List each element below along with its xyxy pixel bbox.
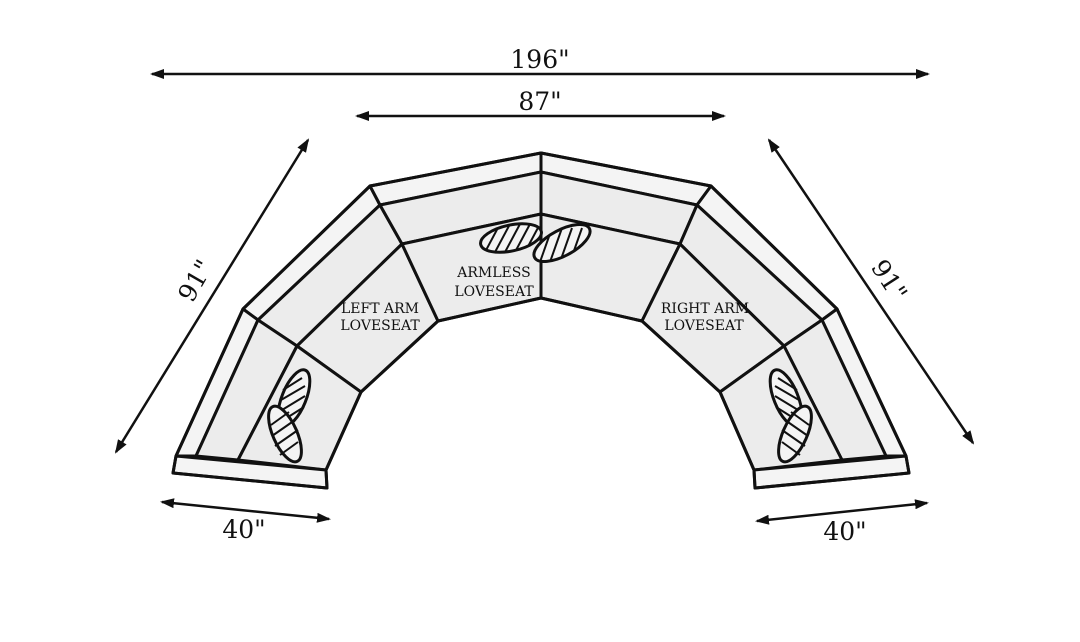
pillows <box>267 222 813 464</box>
center-segment-label-line2: LOVESEAT <box>454 284 534 300</box>
pillow-center-left <box>479 222 543 255</box>
left-depth-arrow <box>160 498 331 523</box>
right-depth-arrow <box>755 499 929 525</box>
right-side-arrow <box>767 138 975 445</box>
dimension-arrows <box>114 69 975 525</box>
left-depth-label: 40" <box>222 515 265 544</box>
pillow-left-lower <box>267 404 303 464</box>
left-segment-label-line2: LOVESEAT <box>340 318 420 334</box>
right-depth-label: 40" <box>823 517 866 546</box>
center-width-label: 87" <box>518 87 561 116</box>
pillow-center-right <box>532 222 592 264</box>
segment-labels: LEFT ARM LOVESEAT ARMLESS LOVESEAT RIGHT… <box>340 265 749 334</box>
overall-width-label: 196" <box>510 45 569 74</box>
pillow-right-lower <box>777 404 813 464</box>
left-side-label: 91" <box>172 255 219 307</box>
right-segment-label-line2: LOVESEAT <box>664 318 744 334</box>
left-segment-label-line1: LEFT ARM <box>341 301 419 317</box>
right-side-label: 91" <box>865 254 913 306</box>
center-segment-label-line1: ARMLESS <box>456 265 530 281</box>
right-segment-label-line1: RIGHT ARM <box>661 301 749 317</box>
left-side-arrow <box>114 138 310 454</box>
sofa-outline <box>171 151 911 490</box>
